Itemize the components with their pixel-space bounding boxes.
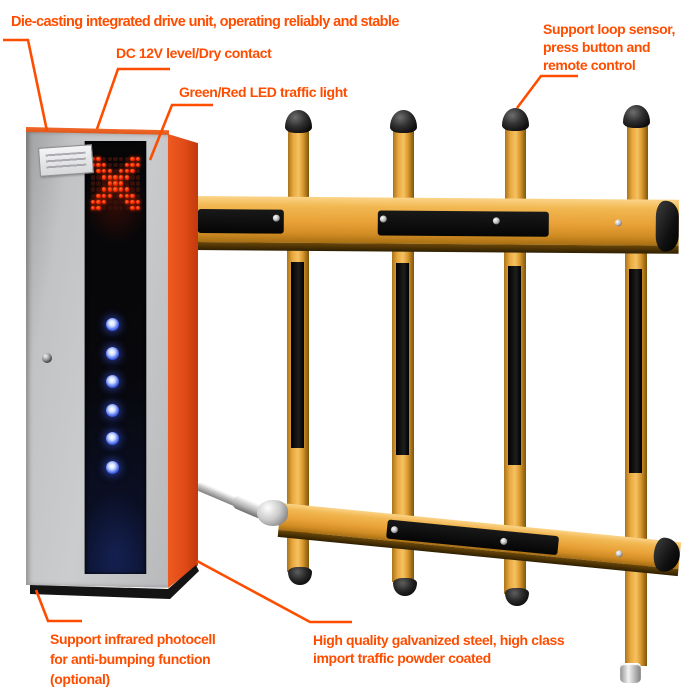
picket-1-lower — [287, 244, 309, 572]
leader-photocell — [34, 589, 82, 623]
picket-3-cap — [502, 108, 529, 131]
picket-1-foot — [288, 567, 312, 585]
callout-dc-contact: DC 12V level/Dry contact — [116, 45, 272, 61]
picket-1-upper — [288, 126, 309, 202]
blue-led — [106, 346, 119, 360]
support-rod-joint — [257, 500, 288, 526]
callout-die-casting: Die-casting integrated drive unit, opera… — [11, 14, 399, 30]
picket-1-cap — [285, 110, 312, 133]
leader-dc-contact — [95, 67, 170, 130]
door-lock-icon — [42, 353, 52, 363]
picket-3-lower — [504, 248, 526, 594]
picket-2-reflective-strip — [396, 263, 409, 455]
picket-4-upper — [627, 121, 648, 202]
led-display-matrix — [90, 156, 141, 211]
blue-led — [106, 318, 119, 331]
picket-2-cap — [390, 110, 417, 133]
picket-2-upper — [393, 126, 414, 202]
blue-led-column — [106, 318, 119, 474]
blue-led — [106, 432, 119, 445]
picket-3-reflective-strip — [508, 266, 521, 465]
picket-3-foot — [505, 588, 529, 606]
blue-led — [106, 375, 119, 388]
picket-4-ground-foot — [620, 663, 641, 683]
picket-2-lower — [392, 246, 414, 582]
leader-loop-sensor — [515, 74, 578, 109]
callout-steel: High quality galvanized steel, high clas… — [313, 632, 565, 666]
leader-led-light — [148, 103, 213, 161]
picket-4-cap — [623, 105, 650, 128]
picket-2-foot — [393, 578, 417, 596]
blue-led — [106, 403, 119, 417]
picket-3-upper — [505, 124, 526, 202]
blue-led — [106, 460, 119, 474]
picket-1-reflective-strip — [291, 262, 304, 448]
leader-die-casting — [3, 38, 49, 132]
leader-steel — [196, 559, 352, 624]
callout-led-light: Green/Red LED traffic light — [179, 84, 348, 100]
picket-4-reflective-strip — [629, 269, 642, 473]
cabinet-side — [168, 134, 198, 588]
